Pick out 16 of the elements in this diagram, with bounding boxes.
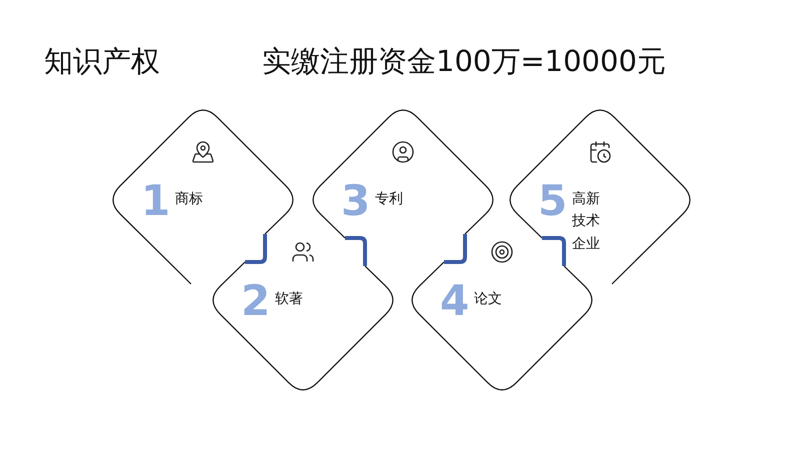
step-number: 3 [341, 180, 370, 222]
step-number: 4 [440, 280, 470, 322]
step-number: 1 [141, 180, 170, 222]
step-label: 专利 [375, 190, 403, 209]
step-label: 商标 [175, 190, 203, 209]
title: 知识产权 [44, 43, 160, 80]
step-number: 2 [241, 280, 270, 322]
step-connector [444, 234, 467, 264]
step-number: 5 [538, 180, 568, 222]
step-label: 高新技术企业 [572, 190, 601, 254]
step-connector [542, 236, 566, 266]
step-connector [345, 236, 367, 266]
step-connector [245, 234, 267, 264]
step-label: 论文 [474, 290, 502, 309]
step-label: 软著 [275, 290, 303, 309]
heading-note: 实缴注册资金100万=10000元 [262, 43, 666, 80]
